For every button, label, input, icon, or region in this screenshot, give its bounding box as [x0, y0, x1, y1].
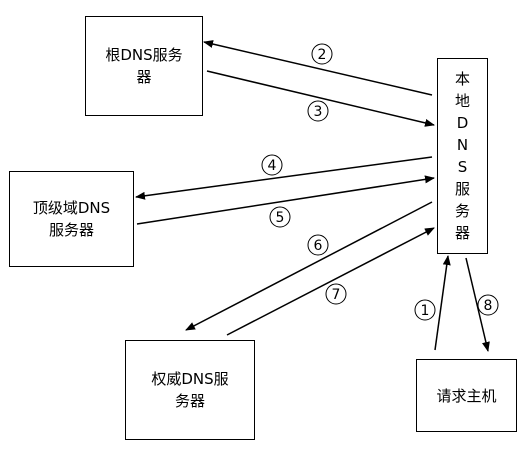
tld-dns-server-box: 顶级域DNS 服务器	[9, 171, 134, 267]
svg-text:7: 7	[332, 287, 341, 303]
root-dns-server-box: 根DNS服务 器	[85, 16, 203, 116]
arrow-step-4	[135, 156, 433, 200]
arrow-step-8	[465, 257, 490, 352]
svg-text:2: 2	[318, 47, 327, 63]
tld-dns-server-label: 顶级域DNS 服务器	[32, 199, 111, 239]
local-dns-server-label: 本 地 D N S 服 务 器	[454, 70, 470, 242]
arrow-step-5	[136, 175, 435, 225]
requesting-host-box: 请求主机	[416, 359, 517, 432]
svg-text:8: 8	[484, 298, 493, 314]
arrow-step-3	[206, 70, 435, 127]
local-dns-server-box: 本 地 D N S 服 务 器	[437, 58, 488, 254]
svg-text:4: 4	[268, 158, 277, 174]
step-marker-5: 5	[269, 206, 291, 228]
arrow-step-7	[226, 227, 435, 336]
step-marker-7: 7	[325, 283, 347, 305]
step-marker-3: 3	[307, 100, 329, 122]
authoritative-dns-server-label: 权威DNS服 务器	[151, 370, 229, 410]
authoritative-dns-server-box: 权威DNS服 务器	[125, 340, 255, 440]
step-marker-1: 1	[414, 299, 436, 321]
svg-text:3: 3	[314, 104, 323, 120]
step-marker-6: 6	[307, 234, 329, 256]
svg-text:6: 6	[314, 238, 323, 254]
svg-text:5: 5	[276, 210, 285, 226]
step-marker-4: 4	[261, 154, 283, 176]
svg-text:1: 1	[421, 303, 430, 319]
arrow-step-6	[185, 201, 433, 331]
arrow-step-2	[203, 40, 433, 96]
step-marker-8: 8	[477, 294, 499, 316]
root-dns-server-label: 根DNS服务 器	[105, 46, 183, 86]
arrow-step-1	[434, 255, 451, 351]
requesting-host-label: 请求主机	[436, 386, 497, 405]
step-marker-2: 2	[311, 43, 333, 65]
